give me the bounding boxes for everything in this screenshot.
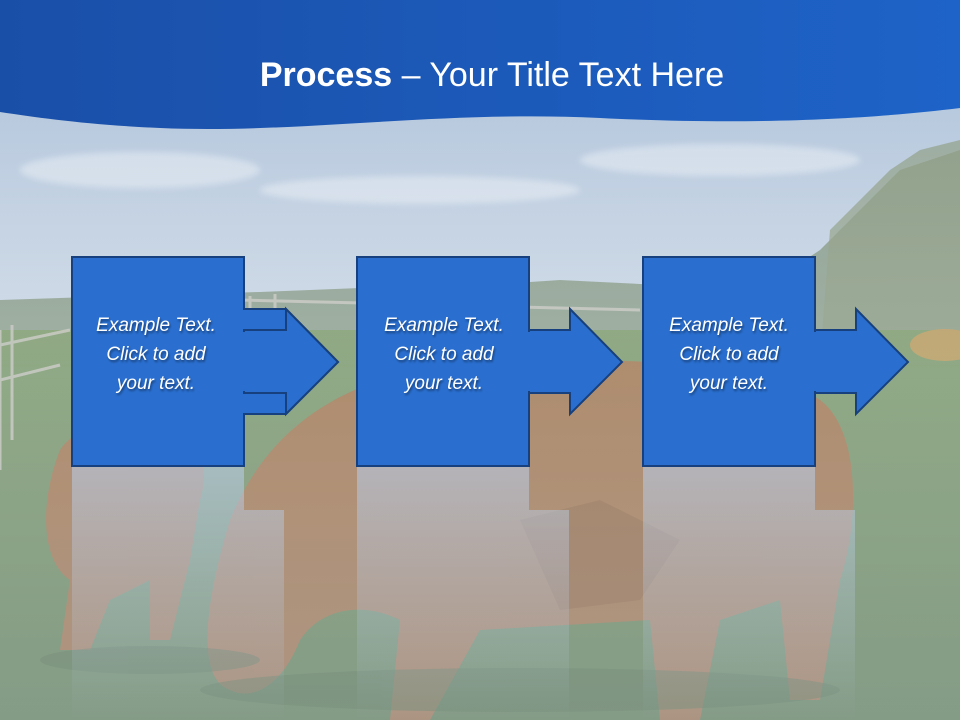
process-step-3[interactable] [642,256,910,467]
step-2-line-1: Example Text. [384,315,504,336]
step-2-line-2: Click to add [394,344,494,365]
step-1-line-1: Example Text. [96,315,216,336]
step-2-text[interactable]: Example Text. Click to add your text. [358,311,530,398]
step-1-line-3: your text. [116,373,196,394]
step-3-line-1: Example Text. [669,315,789,336]
process-step-1[interactable] [71,256,340,467]
slide-title[interactable]: Process – Your Title Text Here [0,52,960,98]
step-3-text[interactable]: Example Text. Click to add your text. [643,311,815,398]
step-1-line-2: Click to add [106,344,206,365]
step-3-line-2: Click to add [679,344,779,365]
step-3-line-3: your text. [689,373,769,394]
title-bold: Process [259,56,393,94]
step-1-text[interactable]: Example Text. Click to add your text. [70,311,242,398]
process-step-2[interactable] [356,256,624,467]
step-2-line-3: your text. [404,373,484,394]
title-rest: – Your Title Text Here [392,56,725,94]
step-reflections [72,466,855,720]
